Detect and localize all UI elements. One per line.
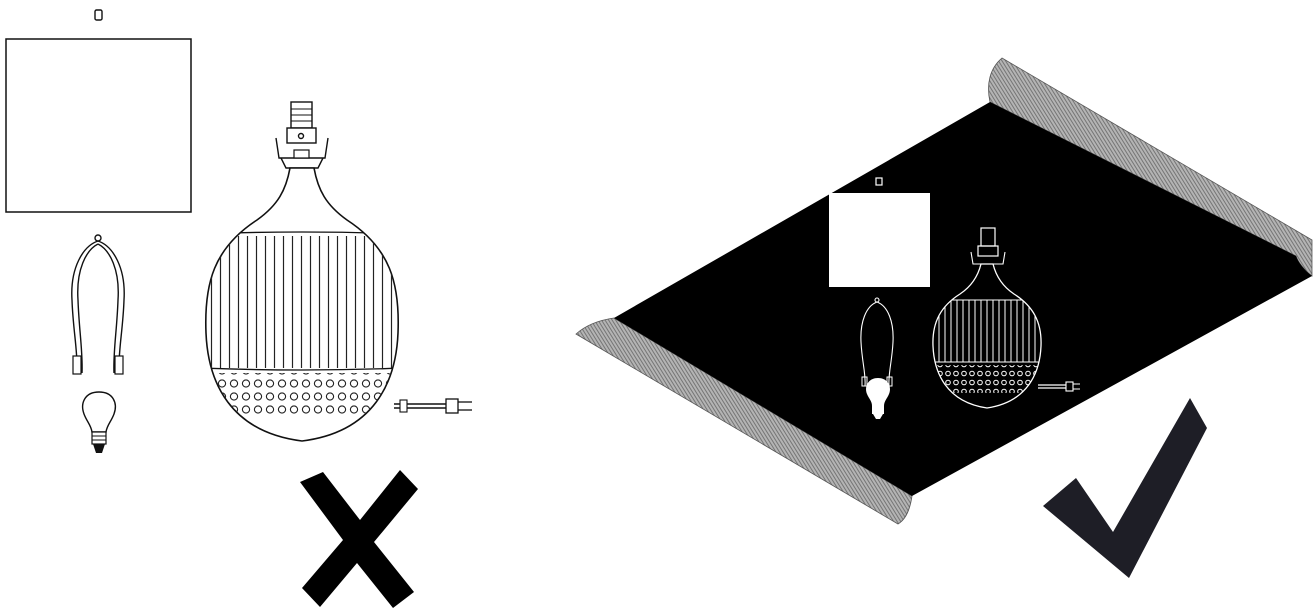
power-cord-icon <box>394 398 472 414</box>
correct-panel <box>575 57 1313 578</box>
check-mark-icon <box>1043 398 1207 578</box>
finial-icon <box>94 9 103 21</box>
dark-mat-icon <box>575 57 1313 525</box>
incorrect-panel <box>5 9 472 608</box>
harp-icon-small <box>860 297 894 387</box>
lamp-base-icon-small <box>932 227 1042 409</box>
power-cord-icon-small <box>1038 381 1080 392</box>
bulb-icon-small <box>866 378 890 419</box>
bulb-icon <box>81 391 117 453</box>
finial-icon-small <box>875 177 883 186</box>
shade-icon-small <box>829 193 930 287</box>
shade-icon <box>5 38 192 213</box>
harp-icon <box>71 234 125 375</box>
lamp-base-icon <box>204 101 400 442</box>
cross-mark-icon <box>300 470 418 608</box>
